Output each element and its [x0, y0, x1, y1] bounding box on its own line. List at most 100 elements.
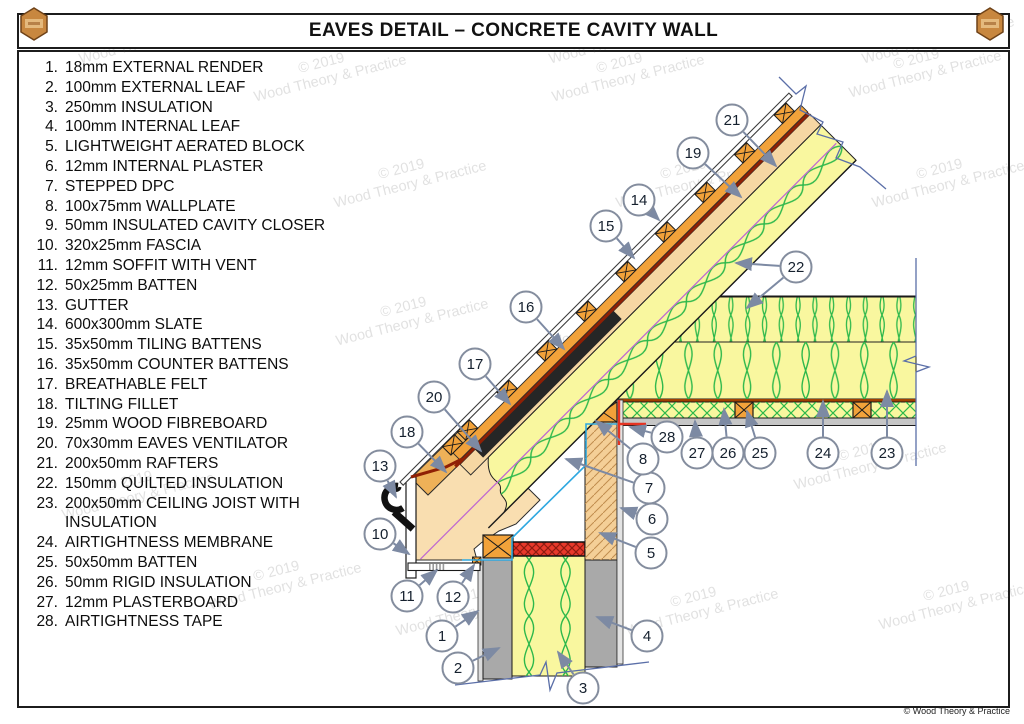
legend-item-number: 17. — [36, 375, 58, 393]
legend-item-17: 17.BREATHABLE FELT — [24, 375, 364, 395]
callout-number-12: 12 — [445, 589, 462, 606]
legend-item-24: 24.AIRTIGHTNESS MEMBRANE — [24, 533, 364, 553]
callout-circle-8 — [626, 442, 660, 476]
legend-item-number: 20. — [36, 435, 58, 453]
legend-item-number: 28. — [36, 613, 58, 631]
legend-item-number: 19. — [36, 415, 58, 433]
insulated-cavity-closer — [511, 541, 586, 557]
legend-item-label: 250mm INSULATION — [65, 98, 213, 116]
legend-item-label: 35x50mm COUNTER BATTENS — [65, 355, 289, 373]
legend-item-20: 20. 70x30mm EAVES VENTILATOR — [24, 434, 364, 454]
legend-item-label: 12mm PLASTERBOARD — [65, 593, 239, 611]
callout-circle-4 — [630, 619, 664, 653]
callout-leader-22 — [734, 257, 780, 272]
legend-item-label: GUTTER — [65, 296, 129, 314]
legend-item-3: 3. 250mm INSULATION — [24, 98, 364, 118]
callout-number-8: 8 — [639, 451, 647, 468]
callout-number-13: 13 — [372, 458, 389, 475]
callout-number-4: 4 — [643, 628, 651, 645]
legend-item-label: TILTING FILLET — [65, 395, 179, 413]
legend-item-25: 25.50x50mm BATTEN — [24, 553, 364, 573]
legend-item-label: 100x75mm WALLPLATE — [65, 197, 236, 215]
internal-leaf — [584, 559, 618, 668]
callout-circle-15 — [589, 209, 623, 243]
callout-number-11: 11 — [399, 588, 415, 605]
callout-number-17: 17 — [467, 356, 484, 373]
callout-leader-15 — [616, 237, 636, 260]
legend-item-label: 200x50mm RAFTERS — [65, 454, 219, 472]
callout-number-22: 22 — [788, 259, 805, 276]
callout-circle-22 — [779, 250, 813, 284]
callout-circle-21 — [715, 103, 749, 137]
legend-item-label: AIRTIGHTNESS TAPE — [65, 613, 223, 631]
page-title: EAVES DETAIL – CONCRETE CAVITY WALL — [308, 20, 719, 41]
callout-leader-18 — [417, 443, 448, 474]
legend-item-label: 35x50mm TILING BATTENS — [65, 336, 262, 354]
callout-leader-21 — [742, 131, 778, 168]
callout-circle-17 — [458, 347, 492, 381]
legend-item-number: 4. — [45, 118, 58, 136]
legend-item-11: 11. 12mm SOFFIT WITH VENT — [24, 256, 364, 276]
callout-leader-27 — [689, 419, 703, 438]
callout-leader-16 — [536, 318, 566, 351]
callout-leader-12 — [459, 563, 476, 584]
callout-number-20: 20 — [426, 389, 443, 406]
legend-item-label: LIGHTWEIGHT AERATED BLOCK — [65, 138, 305, 156]
legend-item-label: AIRTIGHTNESS MEMBRANE — [65, 534, 274, 552]
callout-leader-19 — [704, 163, 743, 199]
breathable-felt — [454, 111, 811, 468]
legend-item-number: 5. — [45, 138, 58, 156]
legend-item-label: 100mm INTERNAL LEAF — [65, 118, 241, 136]
callout-circle-23 — [870, 436, 904, 470]
legend-item-number: 14. — [36, 316, 58, 334]
legend-item-12: 12.50x25mm BATTEN — [24, 276, 364, 296]
roof-slope-assembly — [399, 92, 857, 560]
soffit — [407, 562, 481, 572]
title-bar: EAVES DETAIL – CONCRETE CAVITY WALL — [17, 13, 1010, 49]
callout-number-16: 16 — [518, 299, 535, 316]
legend-item-7: 7.STEPPED DPC — [24, 177, 364, 197]
legend-item-number: 3. — [45, 98, 58, 116]
callout-number-19: 19 — [685, 145, 702, 162]
legend-item-number: 23. — [36, 494, 58, 512]
callout-leader-13 — [382, 479, 397, 499]
legend-item-21: 21. 200x50mm RAFTERS — [24, 454, 364, 474]
legend-item-number: 26. — [36, 573, 58, 591]
external-render — [477, 559, 484, 682]
legend-item-4: 4. 100mm INTERNAL LEAF — [24, 117, 364, 137]
eaves-ventilator — [474, 310, 622, 458]
callout-leader-28 — [628, 424, 652, 438]
callout-circle-5 — [634, 536, 668, 570]
legend-item-1: 1.18mm EXTERNAL RENDER — [24, 58, 364, 78]
legend-item-label: 50mm RIGID INSULATION — [65, 573, 252, 591]
legend-item-number: 11. — [37, 256, 58, 274]
ceiling-break-line — [901, 258, 932, 466]
legend-item-label: 25mm WOOD FIBREBOARD — [65, 415, 268, 433]
legend-item-27: 27.12mm PLASTERBOARD — [24, 593, 364, 613]
legend-item-14: 14.600x300mm SLATE — [24, 315, 364, 335]
external-leaf — [482, 559, 513, 680]
callout-leader-10 — [391, 539, 411, 556]
legend-item-label: 50x25mm BATTEN — [65, 276, 198, 294]
callout-number-23: 23 — [879, 445, 896, 462]
setting-out-line — [420, 142, 837, 560]
legend-item-number: 7. — [45, 177, 58, 195]
callout-circle-14 — [622, 183, 656, 217]
callout-number-24: 24 — [815, 445, 832, 462]
callout-circle-11 — [390, 579, 424, 613]
legend-item-22: 22.150mm QUILTED INSULATION — [24, 474, 364, 494]
legend-item-number: 1. — [45, 59, 58, 76]
callout-number-15: 15 — [598, 218, 615, 235]
legend-item-number: 22. — [36, 474, 58, 492]
legend-item-label: 70x30mm EAVES VENTILATOR — [65, 435, 289, 453]
legend-item-label: 50x50mm BATTEN — [65, 553, 198, 571]
callout-leader-20 — [444, 408, 483, 453]
legend-item-number: 21. — [36, 454, 58, 472]
callout-number-27: 27 — [689, 445, 706, 462]
legend-item-15: 15.35x50mm TILING BATTENS — [24, 335, 364, 355]
legend-item-23: 23.200x50mm CEILING JOIST WITH INSULATIO… — [24, 494, 364, 534]
legend-item-label: 12mm SOFFIT WITH VENT — [65, 256, 257, 274]
legend-item-number: 9. — [45, 217, 58, 235]
